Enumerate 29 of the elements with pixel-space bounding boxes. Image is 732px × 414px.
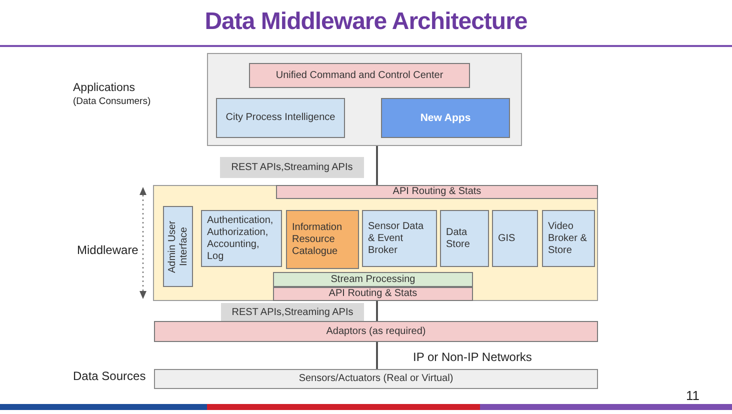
routing-bar: API Routing & Stats [273,287,473,301]
slide-title: Data Middleware Architecture [204,8,528,36]
process-box: Data Store [440,210,489,267]
connector-line [376,301,378,321]
process-box: Unified Command and Control Center [249,63,470,88]
process-box: New Apps [381,98,510,138]
process-box: Video Broker & Store [542,210,595,267]
process-box: GIS [492,210,538,267]
connector-line [376,342,378,369]
process-box: Authentication, Authorization, Accounting, Log [201,210,282,267]
process-box: Information Resource Catalogue [286,210,359,269]
layer-label: Applications [73,82,136,94]
process-box: Admin User Interface [163,206,193,287]
interface-band: REST APIs,Streaming APIs [220,157,364,178]
adapter-bar: Adaptors (as required) [154,321,598,342]
source-bar: Sensors/Actuators (Real or Virtual) [154,369,598,389]
connector-line [376,146,378,185]
layer-container [207,53,522,146]
routing-bar: API Routing & Stats [276,185,598,199]
interface-band: REST APIs,Streaming APIs [221,303,364,322]
process-box: Sensor Data & Event Broker [362,210,437,267]
processing-bar: Stream Processing [273,272,473,287]
layer-container [153,185,598,301]
page-number: 11 [686,388,700,403]
process-box: City Process Intelligence [216,98,345,138]
network-label: IP or Non-IP Networks [413,350,532,364]
layer-label: (Data Consumers) [73,96,151,107]
layer-label: Middleware [77,243,138,257]
layer-label: Data Sources [73,369,146,383]
